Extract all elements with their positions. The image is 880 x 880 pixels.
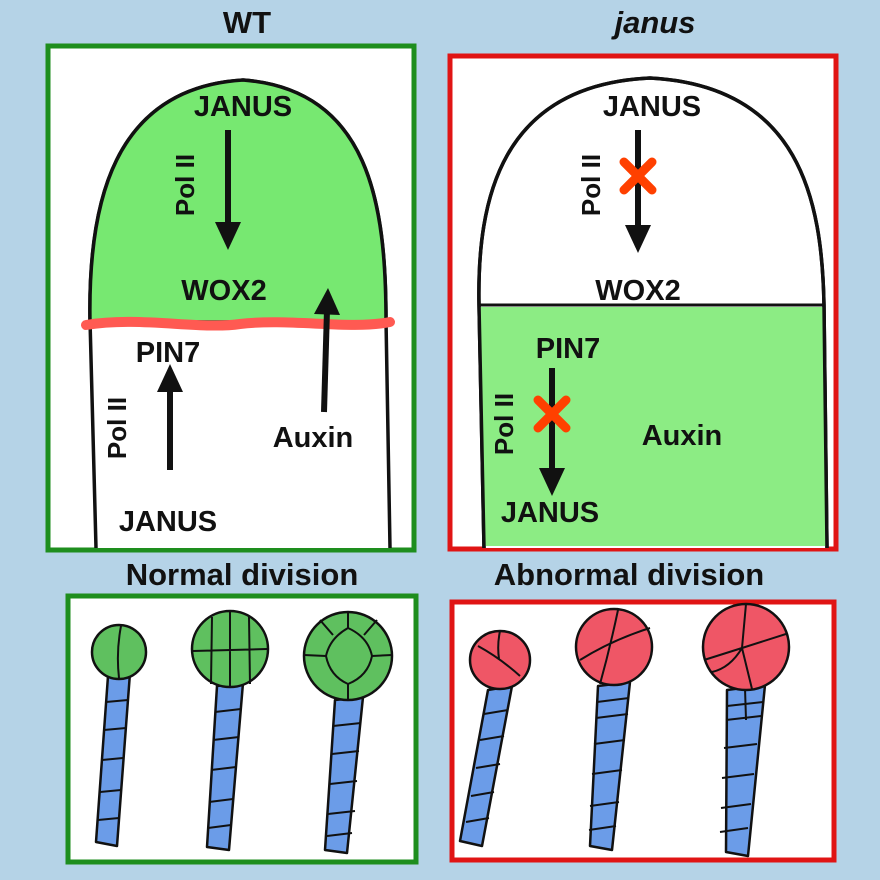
x-stroke: [619, 157, 657, 195]
head-cell-walls: [579, 609, 651, 685]
janus-label-pol2-basal: Pol II: [489, 393, 519, 455]
abnormal-embryo-2: [574, 607, 654, 852]
wt-panel: JANUS Pol II WOX2 PIN7 Pol II JANUS Auxi…: [45, 43, 417, 553]
blocked-x-icon: [533, 395, 571, 433]
suspensor-cell-walls: [588, 697, 630, 831]
normal-division-title: Normal division: [126, 557, 359, 592]
wt-label-auxin: Auxin: [273, 422, 354, 454]
normal-division-panel: [65, 593, 419, 865]
arrow-shaft: [321, 309, 330, 413]
janus-label-pin7: PIN7: [536, 333, 600, 365]
abnormal-embryo-1: [458, 629, 532, 848]
wt-apical-region: [88, 78, 388, 324]
head-cell-walls: [703, 603, 787, 690]
normal-embryo-1: [90, 623, 148, 848]
abnormal-embryo-3: [701, 602, 791, 858]
normal-embryo-3: [302, 610, 394, 855]
head-cell-walls: [477, 630, 521, 677]
suspensor-cell-walls: [207, 708, 242, 829]
wt-label-pol2-basal: Pol II: [102, 397, 132, 459]
wt-boundary-red-band: [81, 316, 395, 331]
janus-label-janus-apical: JANUS: [603, 91, 701, 123]
janus-embryo-outline-stroke: [477, 76, 829, 549]
suspensor-cell-walls: [719, 687, 764, 833]
blocked-x-icon: [619, 157, 657, 195]
wt-title: WT: [223, 5, 271, 40]
wt-arrow-auxin: [314, 288, 340, 413]
head-cell-walls: [192, 611, 268, 688]
suspensor-cell-walls: [97, 699, 129, 821]
janus-basal-region: [480, 307, 826, 546]
wt-arrow-down-apical: [215, 130, 241, 250]
wt-label-pin7: PIN7: [136, 337, 200, 369]
wt-arrow-up-basal: [157, 364, 183, 470]
wt-label-wox2: WOX2: [181, 275, 266, 307]
arrow-head: [314, 288, 340, 315]
janus-arrow-down-apical-blocked: [619, 130, 657, 253]
janus-label-wox2: WOX2: [595, 275, 680, 307]
arrow-head: [539, 468, 565, 496]
wt-label-pol2-apical: Pol II: [170, 154, 200, 216]
wt-label-janus-apical: JANUS: [194, 91, 292, 123]
janus-label-janus-basal: JANUS: [501, 497, 599, 529]
suspensor-cell-walls: [465, 709, 509, 823]
head-cell-walls: [303, 612, 393, 700]
janus-panel: JANUS Pol II WOX2 PIN7 Pol II: [447, 53, 839, 552]
janus-label-pol2-apical: Pol II: [576, 154, 606, 216]
x-stroke: [533, 395, 571, 433]
abnormal-division-panel: [449, 599, 837, 863]
arrow-head: [625, 225, 651, 253]
arrow-head: [157, 364, 183, 392]
wt-label-janus-basal: JANUS: [119, 506, 217, 538]
normal-embryo-2: [190, 609, 270, 852]
suspensor-cell-walls: [326, 722, 362, 837]
embryo-head: [574, 607, 654, 687]
janus-arrow-down-basal-blocked: [533, 368, 571, 496]
arrow-head: [215, 222, 241, 250]
janus-title: janus: [611, 5, 696, 40]
head-cell-walls: [116, 625, 122, 679]
janus-label-auxin: Auxin: [642, 420, 723, 452]
abnormal-division-title: Abnormal division: [494, 557, 764, 592]
